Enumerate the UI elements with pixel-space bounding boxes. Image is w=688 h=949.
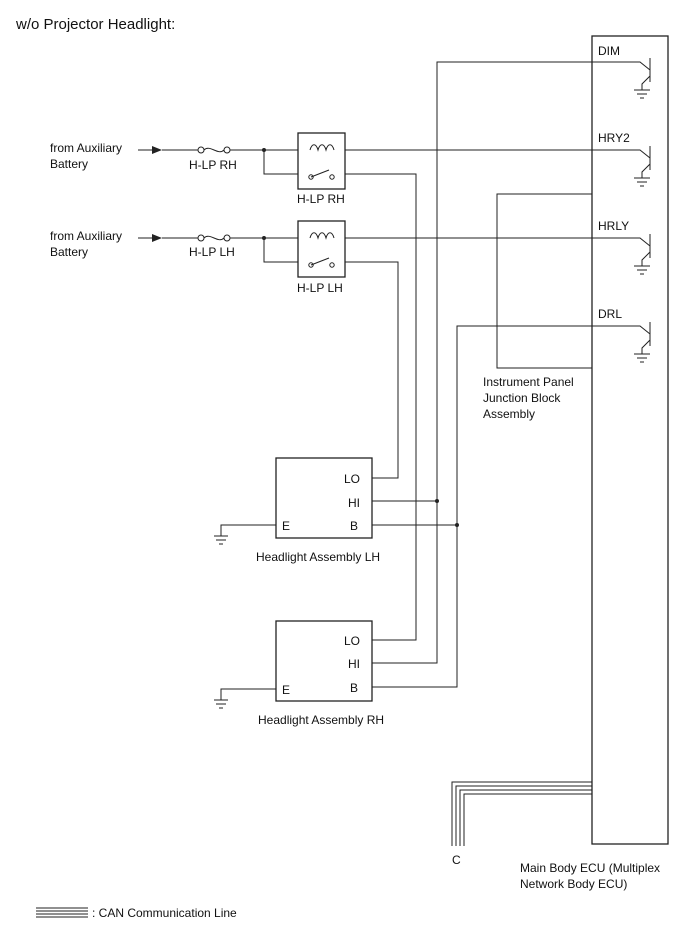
relay-lh-box	[297, 220, 346, 278]
diagram-title: w/o Projector Headlight:	[15, 16, 175, 33]
transistor-hry2-icon	[592, 146, 651, 187]
junction-block-label-line3: Assembly	[483, 407, 535, 421]
headlight-lh-pin-lo: LO	[344, 472, 360, 486]
junction-dot	[455, 523, 459, 527]
arrow-right-icon	[152, 234, 162, 242]
wire-drl-b	[372, 325, 592, 688]
relay-lh-coil-icon	[309, 232, 335, 240]
fuse-lh-icon	[197, 234, 231, 242]
legend-text: : CAN Communication Line	[92, 906, 237, 920]
ground-lh-icon	[214, 524, 276, 545]
relay-rh-label: H-LP RH	[297, 192, 345, 206]
junction-block-outline	[496, 193, 592, 369]
headlight-lh-box	[275, 457, 373, 539]
headlight-rh-pin-e: E	[282, 683, 290, 697]
headlight-rh-pin-hi: HI	[348, 657, 360, 671]
ecu-output-hry2-label: HRY2	[598, 131, 630, 145]
transistor-hrly-icon	[592, 234, 651, 275]
junction-dot	[435, 499, 439, 503]
source-lh-line2: Battery	[50, 245, 88, 259]
source-rh-line2: Battery	[50, 157, 88, 171]
relay-rh-coil-icon	[309, 144, 335, 152]
fuse-rh-label: H-LP RH	[189, 158, 237, 172]
main-body-ecu-box	[591, 35, 669, 845]
wire-lh-switch-in	[263, 238, 300, 263]
source-rh-line1: from Auxiliary	[50, 141, 122, 155]
fuse-lh-label: H-LP LH	[189, 245, 235, 259]
headlight-rh-label: Headlight Assembly RH	[258, 713, 384, 727]
wire-lh-lo	[345, 261, 399, 479]
transistor-dim-icon	[592, 58, 651, 99]
transistor-drl-icon	[592, 322, 651, 363]
wire-rh-switch-in	[263, 150, 300, 175]
wire-rh-lo	[345, 173, 417, 641]
ecu-output-hrly-label: HRLY	[598, 219, 629, 233]
relay-rh-box	[297, 132, 346, 190]
headlight-rh-pin-lo: LO	[344, 634, 360, 648]
relay-rh-switch-icon	[308, 169, 335, 180]
arrow-right-icon	[152, 146, 162, 154]
ecu-output-dim-label: DIM	[598, 44, 620, 58]
relay-lh-switch-icon	[308, 257, 335, 268]
can-line	[451, 781, 592, 846]
junction-block-label-line2: Junction Block	[483, 391, 561, 405]
ecu-output-drl-label: DRL	[598, 307, 622, 321]
headlight-lh-pin-e: E	[282, 519, 290, 533]
ecu-name-line1: Main Body ECU (Multiplex	[520, 861, 660, 875]
can-legend-icon	[36, 907, 88, 918]
connector-c-label: C	[452, 853, 461, 867]
fuse-rh-icon	[197, 146, 231, 154]
junction-block-label-line1: Instrument Panel	[483, 375, 574, 389]
relay-lh-label: H-LP LH	[297, 281, 343, 295]
wire-dim-hi	[372, 61, 592, 664]
headlight-lh-label: Headlight Assembly LH	[256, 550, 380, 564]
headlight-lh-pin-b: B	[350, 519, 358, 533]
ecu-name-line2: Network Body ECU)	[520, 877, 627, 891]
headlight-lh-pin-hi: HI	[348, 496, 360, 510]
source-lh-line1: from Auxiliary	[50, 229, 122, 243]
headlight-rh-pin-b: B	[350, 681, 358, 695]
ground-rh-icon	[214, 688, 276, 709]
headlight-rh-box	[275, 620, 373, 702]
